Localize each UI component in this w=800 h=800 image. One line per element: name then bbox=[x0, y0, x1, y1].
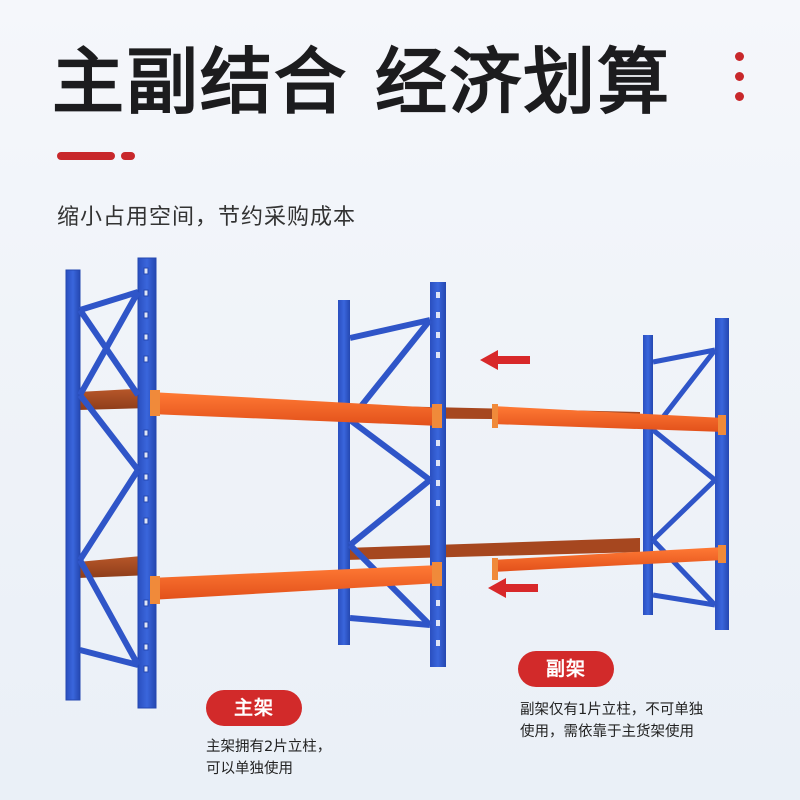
sub-frame-description: 副架仅有1片立柱，不可单独 使用，需依靠于主货架使用 bbox=[520, 699, 703, 743]
page-title: 主副结合 经济划算 bbox=[52, 40, 672, 124]
main-frame-desc-line2: 可以单独使用 bbox=[206, 761, 293, 777]
menu-dots-icon bbox=[735, 52, 747, 112]
sub-frame-desc-line1: 副架仅有1片立柱，不可单独 bbox=[520, 702, 704, 718]
middle-frame bbox=[338, 282, 446, 667]
main-frame-description: 主架拥有2片立柱， 可以单独使用 bbox=[206, 736, 331, 780]
front-beams bbox=[150, 390, 726, 604]
main-frame-badge: 主架 bbox=[206, 690, 302, 726]
main-frame bbox=[65, 257, 157, 709]
main-frame-desc-line1: 主架拥有2片立柱， bbox=[206, 739, 332, 755]
subtitle: 缩小占用空间，节约采购成本 bbox=[57, 205, 357, 230]
left-arrow-icon bbox=[480, 350, 530, 370]
sub-frame bbox=[643, 318, 729, 630]
sub-frame-desc-line2: 使用，需依靠于主货架使用 bbox=[520, 724, 694, 740]
left-arrow-icon bbox=[488, 578, 538, 598]
sub-frame-badge: 副架 bbox=[518, 651, 614, 687]
